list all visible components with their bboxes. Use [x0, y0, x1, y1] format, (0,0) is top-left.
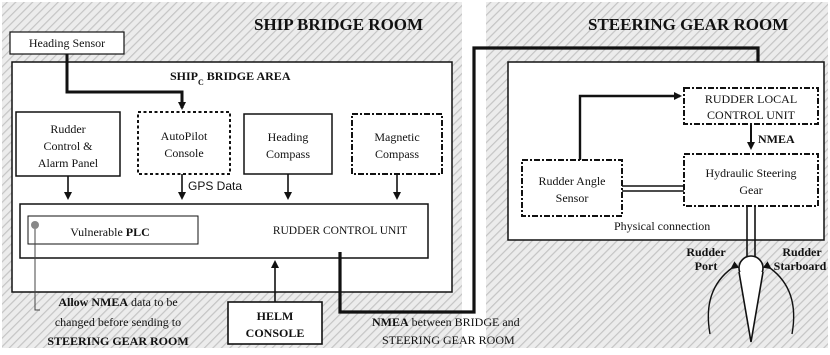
rudder-port-line1: Rudder — [686, 245, 726, 259]
heading-compass-box — [243, 113, 333, 175]
hydraulic-line2: Gear — [739, 183, 762, 197]
rudder-angle-line1: Rudder Angle — [539, 174, 606, 188]
bridge-room-title: SHIP BRIDGE ROOM — [254, 15, 423, 34]
rudder-control-line2: Control & — [43, 139, 93, 153]
plc-note-pointer — [34, 229, 40, 311]
rudder-local-line2: CONTROL UNIT — [707, 108, 796, 122]
vulnerable-plc-label: Vulnerable PLC — [70, 225, 150, 239]
allow-note-line1: Allow NMEA data to be — [58, 295, 177, 309]
autopilot-line1: AutoPilot — [161, 129, 208, 143]
nmea-between-line2: STEERING GEAR ROOM — [382, 333, 515, 347]
rudder-angle-line2: Sensor — [556, 191, 589, 205]
hydraulic-steering-box — [683, 153, 819, 207]
nmea-bridge-link — [338, 46, 762, 314]
helm-console-line1: HELM — [257, 309, 294, 323]
heading-sensor-label: Heading Sensor — [29, 36, 105, 50]
steering-room-title: STEERING GEAR ROOM — [588, 15, 788, 34]
rudder-starboard-swing-arrow — [762, 261, 795, 335]
heading-compass-line1: Heading — [268, 130, 309, 144]
physical-connection-label: Physical connection — [614, 219, 710, 233]
magnetic-compass-box — [351, 113, 443, 175]
rudder-local-line1: RUDDER LOCAL — [705, 92, 797, 106]
nmea-between-line1: NMEA between BRIDGE and — [372, 315, 520, 329]
allow-note-line2: changed before sending to — [55, 315, 181, 329]
nmea-local-label: NMEA — [758, 132, 795, 146]
rudder-control-unit-label: RUDDER CONTROL UNIT — [273, 225, 407, 237]
rudder-starboard-line2: Starboard — [774, 259, 827, 273]
rudder-port-swing-arrow — [707, 261, 740, 335]
allow-note-line3: STEERING GEAR ROOM — [47, 334, 188, 348]
sensor-to-local-line — [578, 92, 682, 160]
vulnerable-plc-box — [27, 215, 199, 245]
magnetic-compass-line1: Magnetic — [374, 130, 419, 144]
magnetic-compass-line2: Compass — [375, 147, 419, 161]
rudder-control-panel-box — [15, 111, 121, 177]
hydraulic-line1: Hydraulic Steering — [706, 166, 797, 180]
helm-console-box — [227, 301, 323, 345]
bridge-area-label: SHIPC BRIDGE AREA — [170, 69, 291, 87]
rudder-blade — [738, 271, 764, 343]
autopilot-console-box — [137, 111, 231, 175]
rudder-angle-sensor-box — [521, 159, 623, 217]
plc-marker-dot — [31, 221, 39, 229]
rudder-starboard-line1: Rudder — [782, 245, 822, 259]
rudder-control-line1: Rudder — [50, 122, 85, 136]
gps-data-label: GPS Data — [188, 179, 242, 193]
rudder-port-line2: Port — [695, 259, 718, 273]
autopilot-line2: Console — [164, 146, 203, 160]
heading-compass-line2: Compass — [266, 147, 310, 161]
helm-console-line2: CONSOLE — [246, 326, 305, 340]
sensor-to-autopilot-line — [65, 54, 186, 110]
rudder-control-line3: Alarm Panel — [38, 156, 99, 170]
